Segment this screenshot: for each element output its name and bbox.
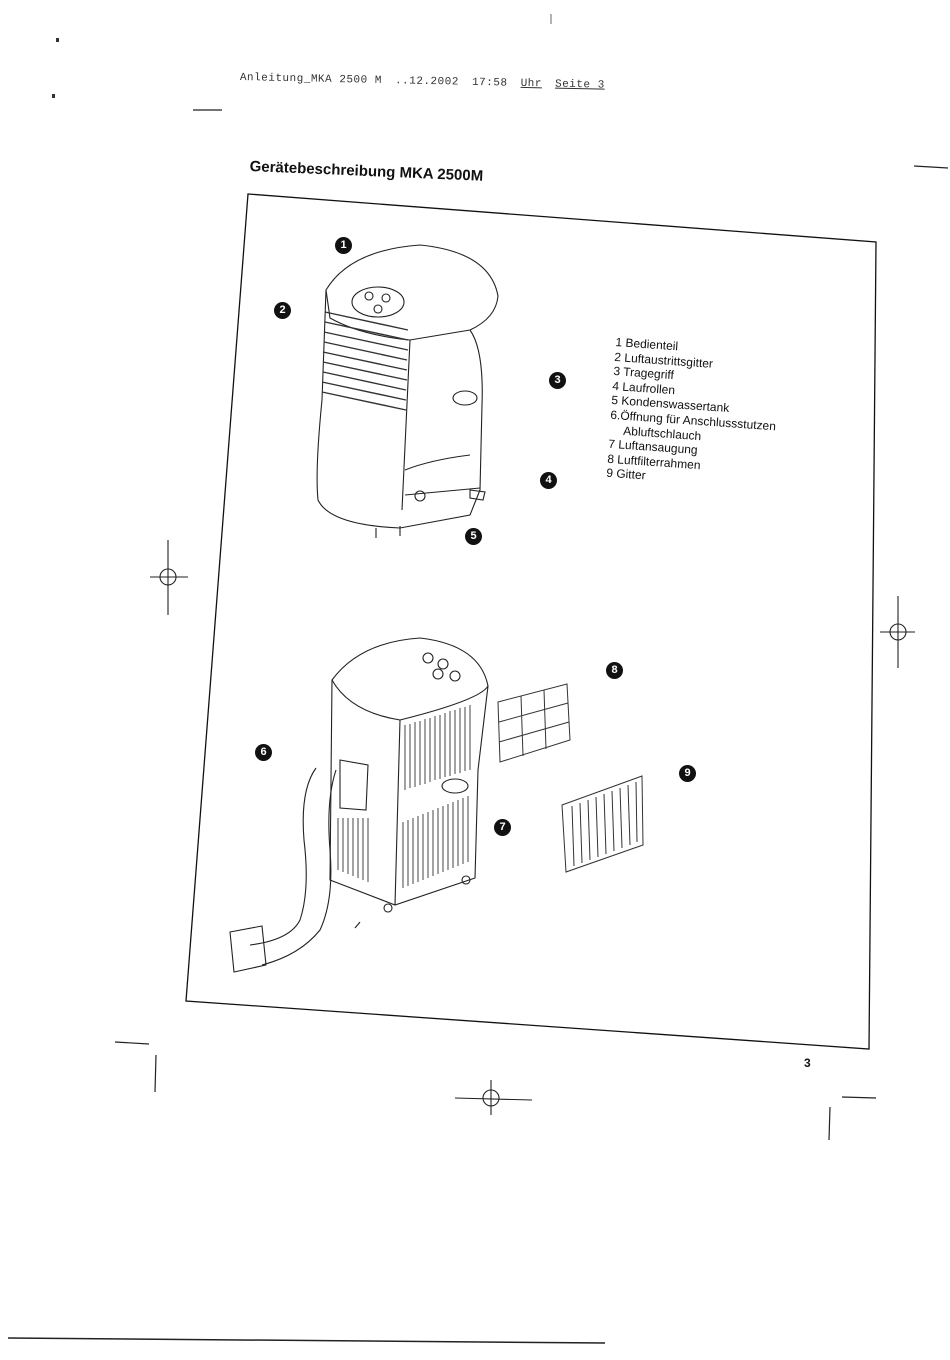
callout-badge: 9 — [679, 765, 696, 782]
exhaust-hose — [262, 770, 336, 965]
filter-frame — [498, 684, 570, 762]
tank-knob — [415, 491, 425, 501]
grille-drawing — [562, 776, 643, 872]
bottom-rule — [8, 1338, 605, 1343]
upper-unit-edge — [402, 340, 410, 510]
control-knob — [374, 305, 382, 313]
callout-badge: 5 — [465, 528, 482, 545]
lower-unit-body — [330, 680, 488, 905]
carry-handle — [453, 391, 477, 405]
carry-handle — [442, 779, 468, 793]
registration-mark — [880, 596, 915, 668]
callout-badge: 4 — [540, 472, 557, 489]
speck — [355, 922, 360, 928]
control-knob — [365, 292, 373, 300]
filter-grid — [521, 690, 546, 756]
control-knob — [433, 669, 443, 679]
lower-unit-drawing — [230, 638, 488, 972]
callout-badge: 1 — [335, 237, 352, 254]
speck — [52, 94, 55, 98]
callout-badge: 3 — [549, 372, 566, 389]
control-knob — [438, 659, 448, 669]
exhaust-hose — [250, 768, 316, 945]
callout-badge: 8 — [606, 662, 623, 679]
callout-badge: 2 — [274, 302, 291, 319]
grille-bars — [572, 782, 637, 866]
control-knob — [382, 294, 390, 302]
lower-unit-edge — [395, 720, 400, 905]
callout-badge: 7 — [494, 819, 511, 836]
upper-unit-top — [326, 245, 498, 340]
page-number: 3 — [804, 1056, 811, 1070]
speck — [56, 38, 59, 42]
hose-outlet — [230, 926, 266, 972]
crop-line — [914, 166, 948, 168]
rear-grille — [338, 705, 470, 888]
control-knob — [450, 671, 460, 681]
hose-connector — [340, 760, 368, 810]
parts-legend: 1 Bedienteil 2 Luftaustrittsgitter 3 Tra… — [606, 335, 782, 492]
upper-unit-drawing — [317, 245, 498, 538]
tank-line — [405, 488, 480, 495]
filter-grid — [499, 703, 569, 742]
callout-badge: 6 — [255, 744, 272, 761]
figure-frame — [186, 194, 876, 1049]
registration-mark — [455, 1080, 532, 1115]
control-knob — [423, 653, 433, 663]
filter-frame-drawing — [498, 684, 570, 762]
registration-mark — [150, 540, 188, 615]
tank-line — [405, 455, 470, 470]
upper-grille — [322, 312, 408, 410]
caster-wheel — [384, 904, 392, 912]
